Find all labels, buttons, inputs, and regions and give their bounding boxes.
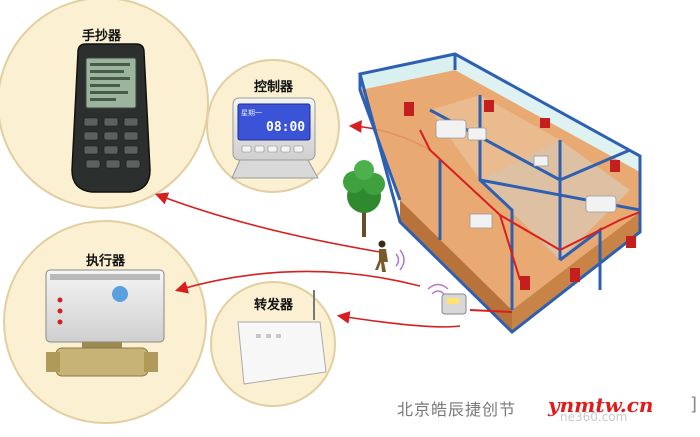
closing-bracket: ] (690, 394, 698, 415)
label-actuator: 执行器 (86, 254, 126, 269)
company-name: 北京皓辰捷创节 (397, 400, 517, 419)
wireless-signal-icon (395, 249, 405, 271)
label-handheld: 手抄器 (82, 29, 122, 44)
site-watermark: ne360.com (560, 410, 628, 424)
valve-actuator-icon (45, 269, 165, 377)
meter-icon (427, 283, 467, 315)
controller-screen-line1: 星期一 (241, 109, 262, 117)
controller-device-icon (231, 97, 319, 179)
label-repeater: 转发器 (254, 298, 294, 313)
tree-icon (343, 160, 385, 237)
person-icon (375, 240, 388, 272)
handheld-reader-icon (71, 43, 151, 193)
building-illustration (358, 52, 642, 334)
brand-watermark: ynmtw.cn (548, 393, 654, 417)
label-controller: 控制器 (254, 80, 294, 95)
repeater-device-icon (237, 290, 327, 385)
controller-screen-time: 08:00 (266, 120, 306, 135)
